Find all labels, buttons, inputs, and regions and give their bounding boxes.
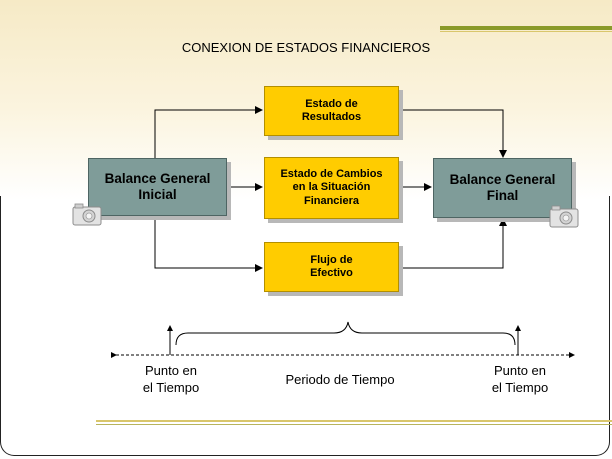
decorative-line-top <box>440 26 612 30</box>
period-brace <box>175 321 516 346</box>
balance-inicial-box: Balance General Inicial <box>88 158 227 216</box>
timeline-left-label: Punto en el Tiempo <box>142 363 200 395</box>
decorative-line-bottom-thin <box>96 424 612 425</box>
estado-cambios-box: Estado de Cambios en la Situación Financ… <box>264 157 399 219</box>
connector-inicial-to-resultados <box>154 106 263 158</box>
flujo-efectivo-box: Flujo de Efectivo <box>264 242 399 292</box>
timeline-right-label: Punto en el Tiempo <box>491 363 549 395</box>
decorative-line-top-thin <box>440 31 612 32</box>
connector-resultados-to-final <box>400 109 507 158</box>
connector-flujo-to-final <box>400 218 507 269</box>
estado-resultados-box: Estado de Resultados <box>264 86 399 136</box>
camera-icon <box>549 205 579 228</box>
slide-title: CONEXION DE ESTADOS FINANCIEROS <box>181 40 431 55</box>
timeline-center-label: Periodo de Tiempo <box>285 372 395 387</box>
connector-inicial-to-flujo <box>154 217 263 272</box>
balance-final-box: Balance General Final <box>433 158 572 218</box>
slide-frame <box>0 196 610 456</box>
camera-icon <box>72 203 102 226</box>
decorative-line-bottom <box>96 420 612 422</box>
